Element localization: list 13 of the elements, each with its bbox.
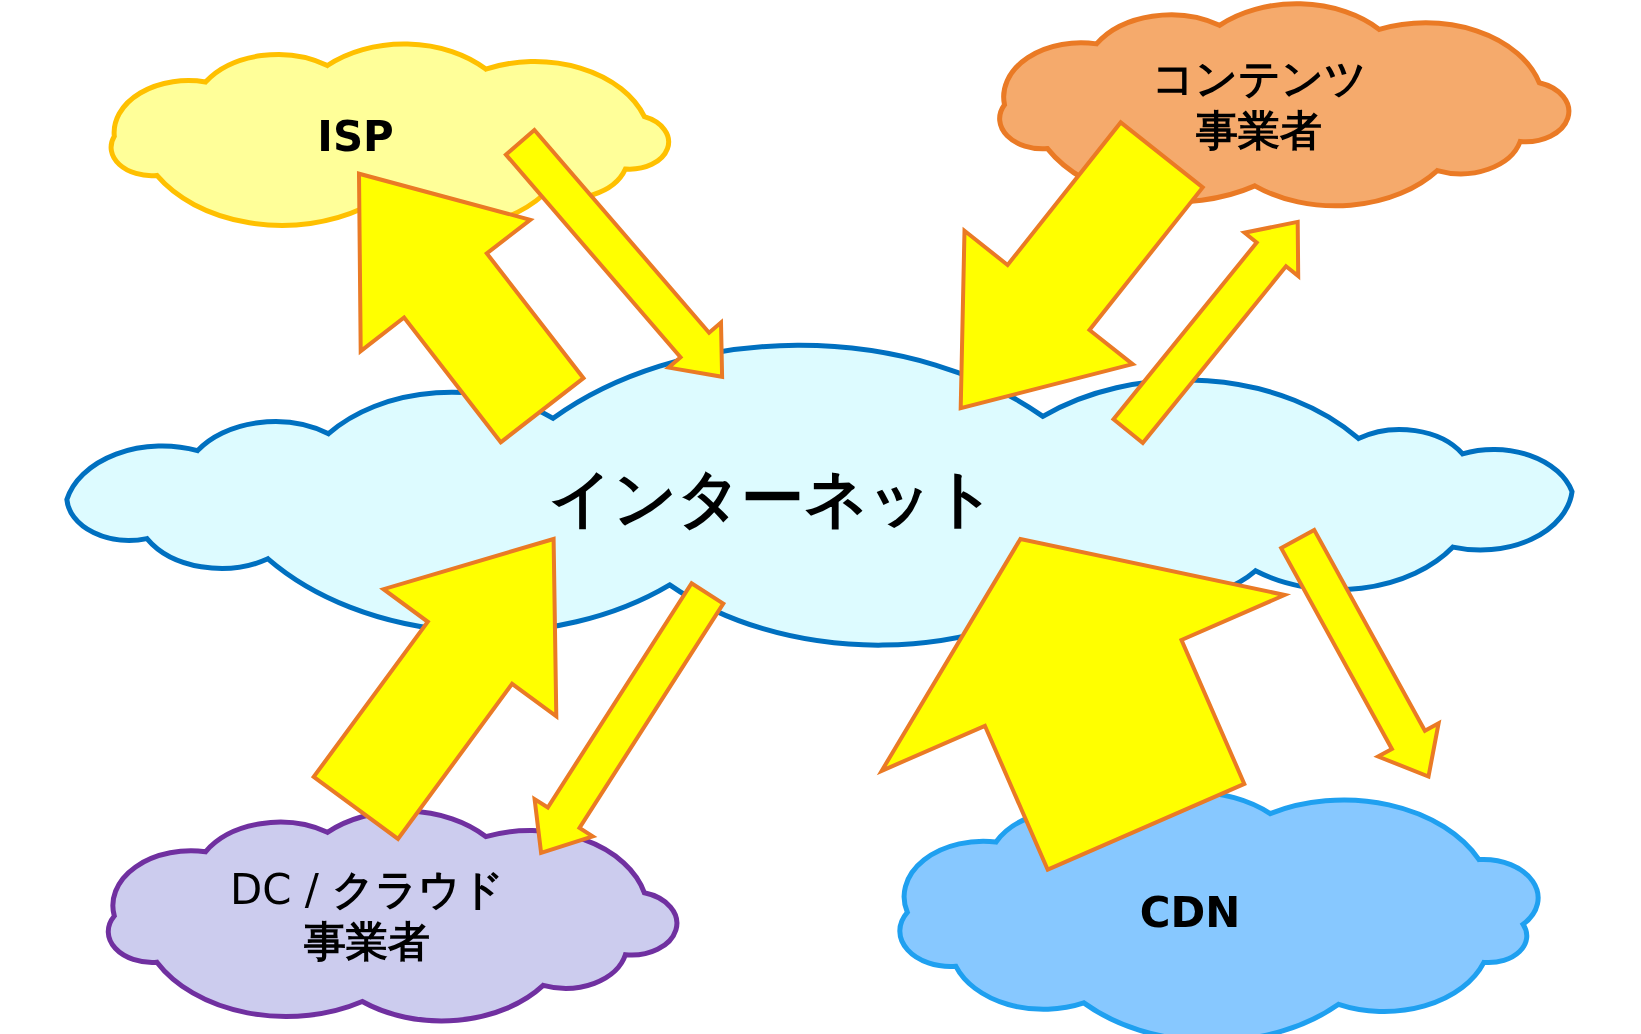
block-arrow bbox=[356, 171, 587, 446]
block-arrow bbox=[876, 536, 1292, 873]
block-arrow bbox=[1110, 219, 1301, 446]
cloud-label: コンテンツ事業者 bbox=[1150, 52, 1368, 157]
cloud-label: ISP bbox=[316, 110, 395, 163]
block-arrow bbox=[1278, 527, 1442, 780]
cloud-label: CDN bbox=[1138, 886, 1242, 939]
cloud-label: インターネット bbox=[548, 461, 998, 538]
block-arrow bbox=[958, 119, 1206, 411]
block-arrow bbox=[503, 127, 725, 380]
block-arrow bbox=[310, 536, 559, 842]
cloud-label: DC / クラウド事業者 bbox=[229, 863, 506, 969]
block-arrow bbox=[532, 580, 727, 856]
